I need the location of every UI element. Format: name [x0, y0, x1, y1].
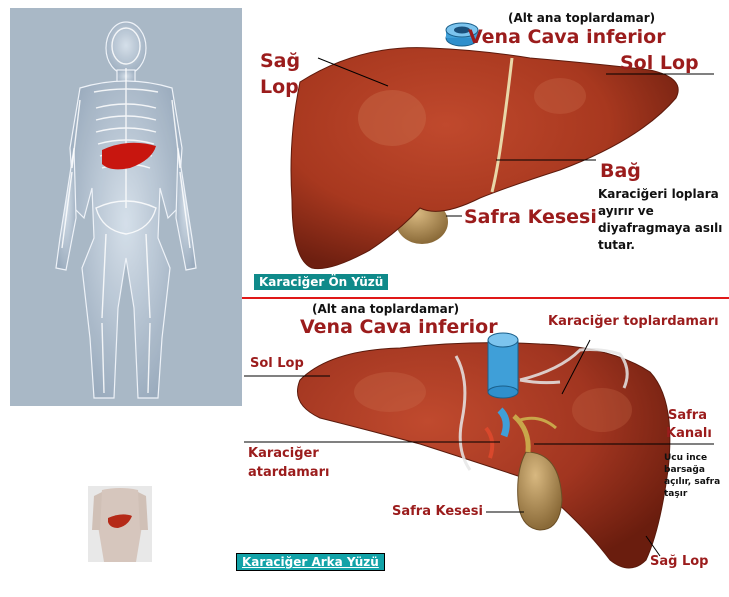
back-liver [298, 343, 670, 568]
front-ligament-label: Bağ [600, 160, 641, 182]
front-caption-badge: Karaciğer Ön Yüzü [254, 274, 388, 290]
back-bile-duct-label-1: Safra [668, 408, 707, 423]
front-right-lobe-label-2: Lop [260, 76, 299, 98]
back-right-lobe-label: Sağ Lop [650, 554, 709, 569]
back-hepatic-veins-label: Karaciğer toplardamarı [548, 314, 719, 329]
back-alt-vein-note: (Alt ana toplardamar) [312, 302, 459, 316]
front-alt-vein-note: (Alt ana toplardamar) [508, 11, 655, 25]
front-vena-cava-label: Vena Cava inferior [468, 26, 666, 48]
back-caption-badge: Karaciğer Arka Yüzü [236, 553, 385, 571]
back-left-lobe-label: Sol Lop [250, 356, 304, 371]
back-vena-cava [488, 333, 518, 398]
back-hepatic-artery-label-1: Karaciğer [248, 446, 319, 461]
back-hepatic-artery-label-2: atardamarı [248, 465, 329, 480]
front-ligament-note: Karaciğeri loplara ayırır ve diyafragmay… [598, 186, 726, 254]
front-gallbladder-label: Safra Kesesi [464, 206, 597, 228]
back-gallbladder-label: Safra Kesesi [392, 504, 483, 519]
back-bile-duct-label-2: Kanalı [666, 426, 712, 441]
front-right-lobe-label-1: Sağ [260, 50, 300, 72]
front-left-lobe-label: Sol Lop [620, 52, 699, 74]
back-vena-cava-label: Vena Cava inferior [300, 316, 498, 338]
back-bile-duct-note: Ucu ince barsağa açılır, safra taşır [664, 452, 726, 500]
